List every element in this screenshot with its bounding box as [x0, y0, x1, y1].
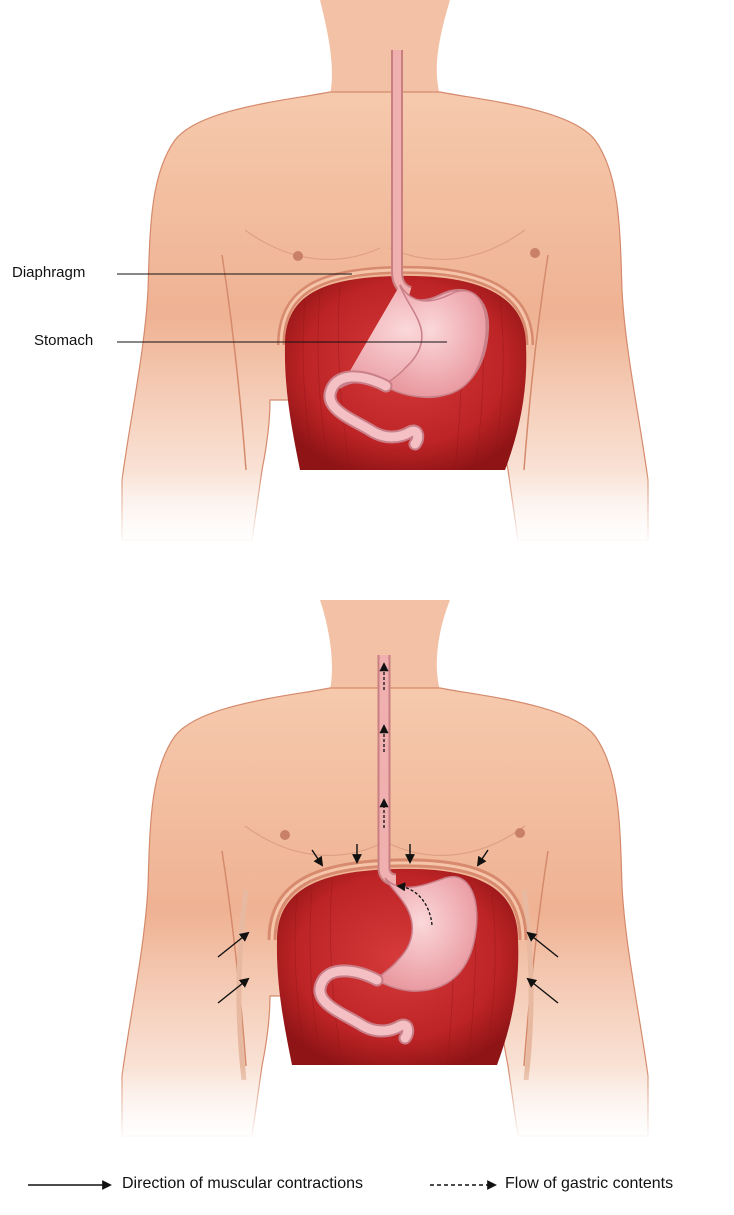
nipple-left-bottom [280, 830, 290, 840]
nipple-right-bottom [515, 828, 525, 838]
nipple-right-top [530, 248, 540, 258]
legend-gastric-flow-text: Flow of gastric contents [505, 1175, 673, 1193]
legend-contractions-text: Direction of muscular contractions [122, 1175, 363, 1193]
label-stomach: Stomach [34, 332, 93, 349]
label-diaphragm: Diaphragm [12, 264, 85, 281]
nipple-left-top [293, 251, 303, 261]
